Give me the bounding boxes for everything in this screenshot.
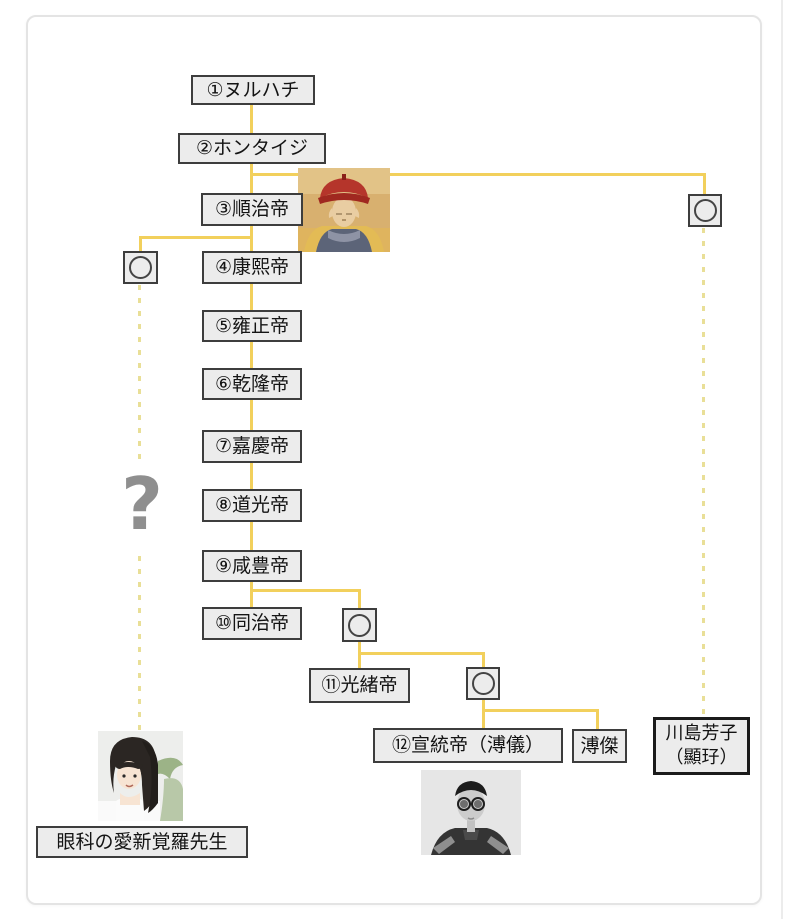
- node-unnamed-prince-chun2: [466, 667, 500, 700]
- node-kangxi-label: ④康熙帝: [214, 256, 290, 279]
- node-shunzhi: ③順治帝: [201, 193, 303, 226]
- dashed-line-left-upper: [138, 285, 141, 463]
- node-jiaqing-label: ⑦嘉慶帝: [214, 435, 290, 458]
- node-daoguang-label: ⑧道光帝: [214, 494, 290, 517]
- node-eye-doctor-label: 眼科の愛新覚羅先生: [56, 830, 228, 853]
- node-xianfeng-label: ⑨咸豊帝: [214, 554, 290, 577]
- connector-hongtaiji-shunzhi: [250, 164, 253, 195]
- node-pujie: 溥傑: [572, 729, 627, 763]
- connector-branch-topright: [250, 173, 706, 176]
- dashed-line-left-lower: [138, 556, 141, 732]
- node-kangxi: ④康熙帝: [202, 251, 302, 284]
- node-kawashima-yoshiko: 川島芳子 （顯㺭）: [653, 717, 750, 775]
- question-mark: ?: [121, 462, 163, 546]
- circle-mark-icon: [471, 672, 495, 695]
- node-unnamed-prince-chun1: [342, 608, 377, 642]
- node-pujie-label: 溥傑: [580, 734, 619, 757]
- node-unnamed-topright: [688, 194, 722, 227]
- connector-daoguang-xianfeng: [250, 522, 253, 551]
- shunzhi-portrait-image: [298, 168, 390, 252]
- connector-nurhaci-hongtaiji: [250, 105, 253, 135]
- node-tongzhi: ⑩同治帝: [202, 607, 302, 640]
- connector-into-pujie: [596, 709, 599, 730]
- page-edge-line: [781, 0, 783, 919]
- circle-mark-icon: [348, 613, 371, 637]
- node-hongtaiji-label: ②ホンタイジ: [195, 137, 309, 160]
- connector-branch-tongzhi-circle: [250, 589, 361, 592]
- connector-jiaqing-daoguang: [250, 462, 253, 490]
- connector-into-circle-r1: [358, 589, 361, 609]
- node-tongzhi-label: ⑩同治帝: [214, 612, 290, 635]
- connector-branch-guangxu: [358, 652, 485, 655]
- circle-mark-icon: [693, 199, 717, 222]
- connector-qianlong-jiaqing: [250, 400, 253, 431]
- node-guangxu-label: ⑪光緒帝: [321, 674, 398, 697]
- node-xuantong-label: ⑫宣統帝（溥儀）: [391, 734, 544, 757]
- connector-branch-left: [139, 236, 253, 239]
- connector-yongzheng-qianlong: [250, 342, 253, 369]
- node-guangxu: ⑪光緒帝: [309, 668, 410, 703]
- connector-into-circle-r2: [482, 652, 485, 668]
- connector-into-guangxu: [358, 652, 361, 669]
- node-nurhaci-label: ①ヌルハチ: [206, 78, 300, 101]
- node-nurhaci: ①ヌルハチ: [191, 75, 315, 105]
- connector-below-circle-r2: [482, 700, 485, 712]
- puyi-photo-image: [421, 770, 521, 855]
- connector-into-topright-circle: [703, 173, 706, 195]
- node-kawashima-name: 川島芳子: [665, 722, 738, 744]
- node-hongtaiji: ②ホンタイジ: [178, 133, 326, 164]
- node-yongzheng-label: ⑤雍正帝: [214, 314, 290, 337]
- node-jiaqing: ⑦嘉慶帝: [202, 430, 302, 463]
- connector-branch-pujie: [482, 709, 599, 712]
- node-kawashima-birth-name: （顯㺭）: [665, 747, 738, 768]
- connector-into-xuantong: [482, 709, 485, 729]
- young-woman-photo-image: [98, 731, 183, 821]
- node-qianlong: ⑥乾隆帝: [202, 368, 302, 400]
- node-eye-doctor: 眼科の愛新覚羅先生: [36, 826, 248, 858]
- node-unnamed-left: [123, 251, 158, 284]
- connector-into-left-circle: [139, 236, 142, 252]
- diagram-frame: [26, 15, 762, 905]
- circle-mark-icon: [129, 256, 152, 279]
- node-qianlong-label: ⑥乾隆帝: [214, 372, 290, 395]
- connector-shunzhi-kangxi: [250, 226, 253, 252]
- node-xianfeng: ⑨咸豊帝: [202, 550, 302, 582]
- dashed-line-kawashima: [702, 228, 705, 718]
- node-yongzheng: ⑤雍正帝: [202, 310, 302, 342]
- node-shunzhi-label: ③順治帝: [214, 198, 290, 221]
- connector-xianfeng-tongzhi: [250, 582, 253, 608]
- connector-below-circle-r1: [358, 642, 361, 655]
- connector-kangxi-yongzheng: [250, 284, 253, 311]
- node-daoguang: ⑧道光帝: [202, 489, 302, 522]
- node-xuantong-puyi: ⑫宣統帝（溥儀）: [373, 728, 563, 763]
